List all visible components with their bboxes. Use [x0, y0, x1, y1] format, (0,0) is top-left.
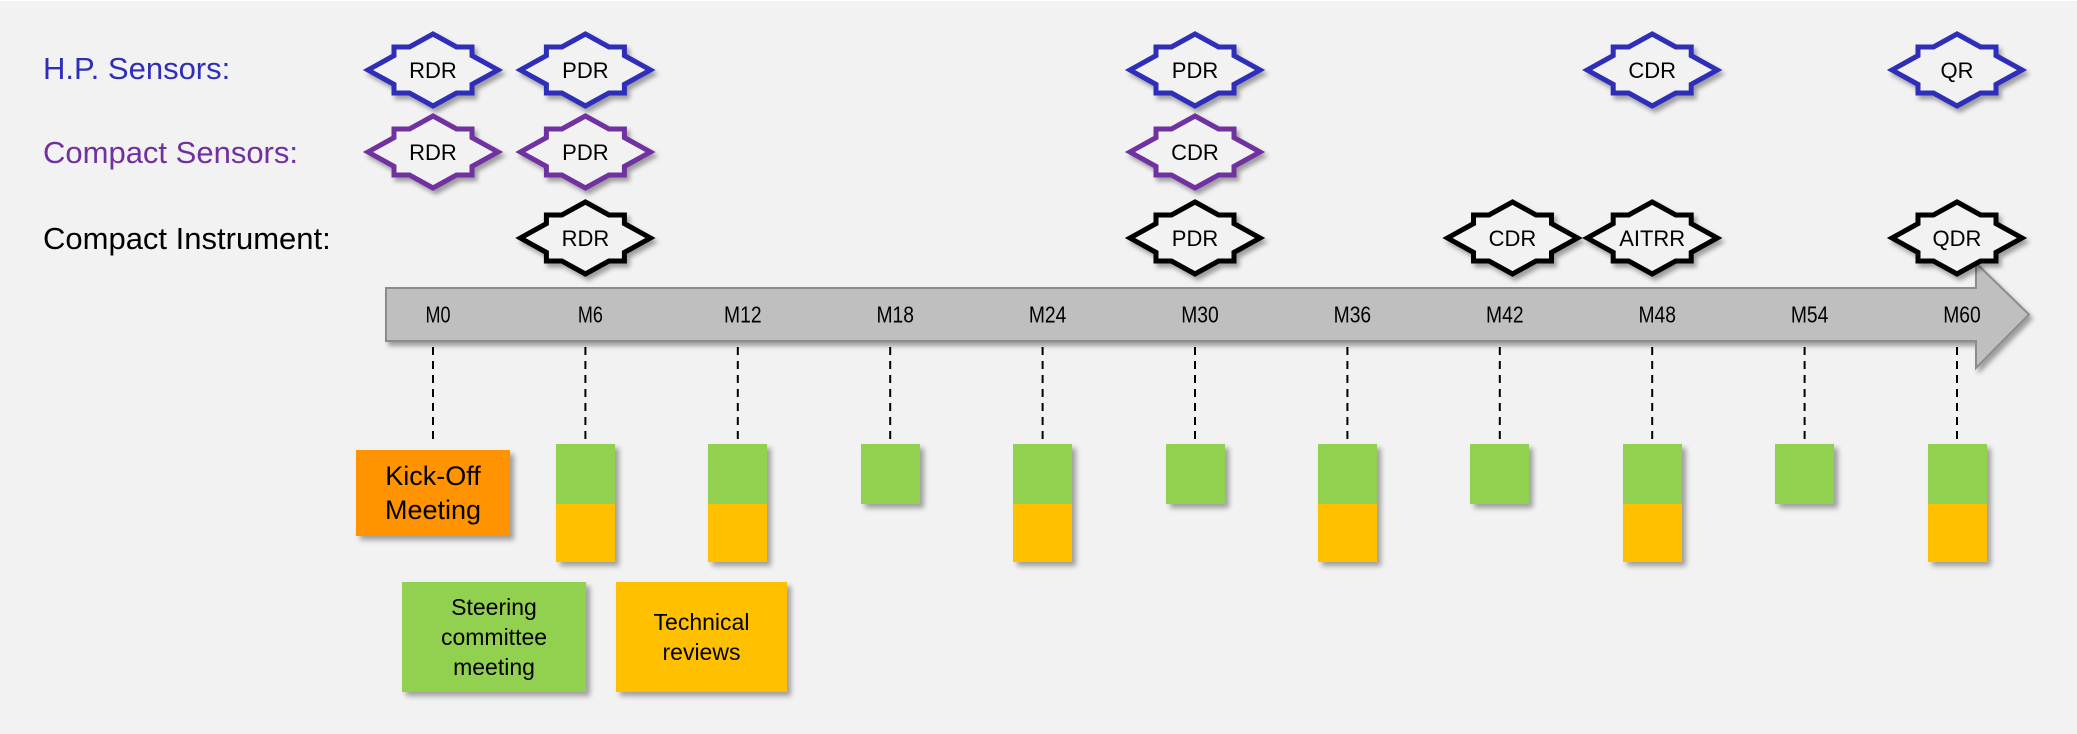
meeting-marker-m12: [708, 444, 768, 562]
row-label-compact-instrument: Compact Instrument:: [43, 221, 331, 256]
kickoff-line-1: Kick-Off: [385, 461, 481, 491]
legend-technical-line-1: Technical: [653, 609, 750, 635]
milestone-label-m54: M54: [1791, 302, 1829, 328]
row-label-compact-sensors: Compact Sensors:: [43, 135, 298, 170]
milestone-label-m36: M36: [1334, 302, 1372, 328]
steering-committee-marker: [555, 444, 615, 504]
review-star-ci-cdr: CDR: [1442, 199, 1583, 277]
star-icon: [362, 113, 504, 191]
review-label: QDR: [1933, 226, 1982, 251]
review-label: PDR: [562, 58, 608, 83]
meeting-marker-m36: [1317, 444, 1377, 562]
star-icon: [1442, 199, 1583, 277]
legend-technical-line-2: reviews: [662, 639, 741, 665]
timeline-arrow-shape: [385, 260, 2031, 371]
milestone-label-m24: M24: [1029, 302, 1067, 328]
review-label: CDR: [1171, 140, 1219, 165]
legend-steering-committee: Steering committee meeting: [402, 582, 586, 692]
review-star-ci-rdr: RDR: [515, 199, 656, 277]
review-label: PDR: [1172, 226, 1218, 251]
meeting-marker-m6: [555, 444, 615, 562]
star-icon: [1124, 31, 1266, 109]
steering-committee-marker: [1775, 444, 1835, 504]
review-star-ci-pdr: PDR: [1124, 199, 1266, 277]
star-icon: [1582, 31, 1723, 109]
technical-review-marker: [1013, 504, 1073, 562]
legend-steering-line-3: meeting: [453, 654, 535, 680]
review-star-hp-pdr: PDR: [515, 31, 656, 109]
legend-technical-reviews: Technical reviews: [616, 582, 787, 692]
star-icon: [1582, 199, 1723, 277]
milestone-labels: M0 M6 M12 M18 M24 M30 M36 M42 M48 M54 M60: [426, 302, 1981, 328]
review-star-cs-rdr: RDR: [362, 113, 504, 191]
review-label: RDR: [409, 140, 457, 165]
steering-committee-marker: [1013, 444, 1073, 504]
technical-review-marker: [708, 504, 768, 562]
review-label: AITRR: [1619, 226, 1685, 251]
star-icon: [1886, 199, 2028, 277]
milestone-label-m48: M48: [1638, 302, 1676, 328]
review-stars: RDR PDR PDR CDR QR RDR PDR CDR RDR PDR CDR AITRR QDR: [362, 31, 2028, 277]
kickoff-line-2: Meeting: [384, 495, 482, 525]
star-icon: [1886, 31, 2028, 109]
technical-review-marker: [555, 504, 615, 562]
review-star-cs-cdr: CDR: [1124, 113, 1266, 191]
meeting-marker-m60: [1927, 444, 1987, 562]
milestone-guides: [432, 347, 1958, 445]
milestone-label-m12: M12: [724, 302, 762, 328]
review-star-hp-qr: QR: [1886, 31, 2028, 109]
review-star-hp-pdr: PDR: [1124, 31, 1266, 109]
technical-review-marker: [1317, 504, 1377, 562]
review-star-hp-cdr: CDR: [1582, 31, 1723, 109]
review-label: CDR: [1489, 226, 1537, 251]
review-label: RDR: [562, 226, 610, 251]
meeting-marker-m24: [1013, 444, 1073, 562]
legend-steering-line-1: Steering: [451, 594, 537, 620]
timeline-arrow: [385, 260, 2031, 371]
milestone-label-m60: M60: [1943, 302, 1981, 328]
review-label: PDR: [562, 140, 608, 165]
review-star-cs-pdr: PDR: [515, 113, 656, 191]
star-icon: [1124, 199, 1266, 277]
review-star-hp-rdr: RDR: [362, 31, 504, 109]
technical-review-marker: [1622, 504, 1682, 562]
steering-committee-marker: [1165, 444, 1225, 504]
meeting-marker-m54: [1775, 444, 1835, 504]
meeting-marker-m42: [1470, 444, 1530, 504]
meeting-marker-m48: [1622, 444, 1682, 562]
review-label: RDR: [409, 58, 457, 83]
steering-committee-marker: [1927, 444, 1987, 504]
row-label-hp-sensors: H.P. Sensors:: [43, 51, 231, 86]
meeting-marker-m18: [860, 444, 920, 504]
review-star-ci-aitrr: AITRR: [1582, 199, 1723, 277]
review-star-ci-qdr: QDR: [1886, 199, 2028, 277]
kickoff-meeting-box: Kick-Off Meeting: [356, 450, 510, 536]
star-icon: [515, 113, 656, 191]
steering-committee-marker: [1470, 444, 1530, 504]
steering-committee-marker: [860, 444, 920, 504]
steering-committee-marker: [1317, 444, 1377, 504]
milestone-label-m30: M30: [1181, 302, 1219, 328]
star-icon: [1124, 113, 1266, 191]
review-label: CDR: [1628, 58, 1676, 83]
steering-committee-marker: [708, 444, 768, 504]
star-icon: [515, 199, 656, 277]
star-icon: [515, 31, 656, 109]
review-label: QR: [1941, 58, 1974, 83]
milestone-label-m18: M18: [876, 302, 914, 328]
review-label: PDR: [1172, 58, 1218, 83]
steering-committee-marker: [1622, 444, 1682, 504]
legend-steering-line-2: committee: [440, 624, 548, 650]
milestone-label-m42: M42: [1486, 302, 1524, 328]
star-icon: [362, 31, 504, 109]
milestone-label-m0: M0: [426, 302, 451, 328]
technical-review-marker: [1927, 504, 1987, 562]
milestone-label-m6: M6: [578, 302, 603, 328]
meeting-marker-m30: [1165, 444, 1225, 504]
